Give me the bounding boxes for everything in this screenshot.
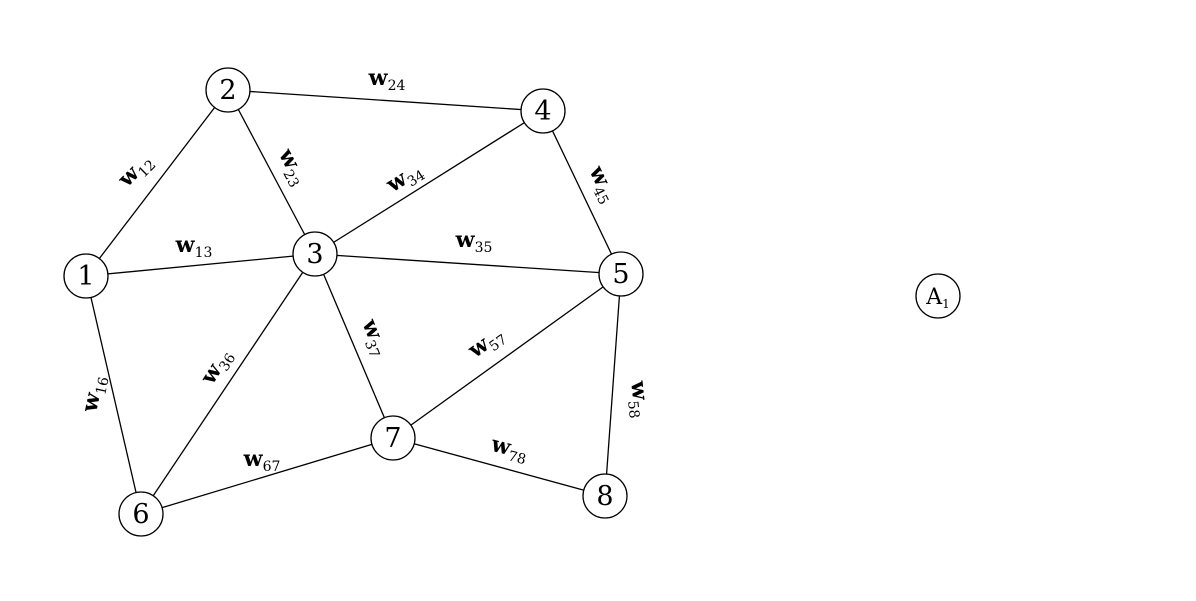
- edge-weight-subscript: 23: [279, 167, 301, 190]
- edge-weight-subscript: 78: [506, 448, 527, 468]
- node-circle: [370, 415, 416, 461]
- annotation-label: A1: [925, 285, 950, 311]
- edge-5-7: [392, 273, 622, 439]
- edge-weight-subscript: 13: [195, 245, 213, 261]
- edge-weight-subscript: 37: [361, 338, 383, 361]
- node-label: 7: [384, 423, 401, 454]
- edge-weight-symbol: w: [625, 379, 653, 403]
- annotation-a1: A1: [915, 273, 961, 319]
- edge-weight-label-34: w34: [381, 156, 428, 201]
- annotation-main: A: [925, 285, 943, 310]
- edge-weight-label-16: w16: [76, 373, 112, 416]
- node-8: 8: [582, 473, 628, 519]
- node-circle: [598, 251, 644, 297]
- edge-weight-symbol: w: [455, 227, 476, 253]
- edge-weight-subscript: 35: [475, 240, 493, 256]
- edge-6-7: [140, 437, 394, 515]
- edge-3-6: [140, 253, 316, 515]
- edge-3-5: [314, 253, 622, 275]
- node-5: 5: [598, 251, 644, 297]
- node-label: 4: [534, 96, 551, 127]
- node-label: 5: [612, 259, 629, 290]
- edge-weight-label-67: w67: [243, 446, 281, 475]
- edge-weight-label-45: w45: [580, 161, 623, 208]
- edge-7-8: [392, 437, 606, 497]
- node-circle: [63, 253, 109, 299]
- edge-weight-subscript: 45: [589, 184, 611, 207]
- edge-weight-label-24: w24: [368, 65, 406, 94]
- node-circle: [205, 67, 251, 113]
- node-circle: [118, 491, 164, 537]
- edge-weight-label-78: w78: [487, 431, 531, 468]
- edge-weight-label-12: w12: [112, 148, 159, 195]
- edge-2-3: [227, 89, 316, 255]
- edge-weight-subscript: 24: [388, 78, 406, 94]
- edge-weight-label-37: w37: [353, 315, 394, 361]
- node-3: 3: [292, 231, 338, 277]
- node-label: 3: [306, 239, 323, 270]
- edge-1-6: [85, 275, 142, 515]
- edges-layer: [85, 89, 622, 515]
- edge-weight-label-58: w58: [622, 379, 655, 420]
- node-label: 6: [132, 499, 149, 530]
- edge-4-5: [542, 110, 622, 275]
- edge-weight-symbol: w: [368, 65, 389, 91]
- edge-weight-label-57: w57: [463, 321, 511, 366]
- edge-3-7: [314, 253, 394, 439]
- edge-weight-symbol: w: [243, 446, 264, 472]
- annotation-circle: [915, 273, 961, 319]
- node-circle: [582, 473, 628, 519]
- edge-weight-label-13: w13: [175, 232, 213, 261]
- edge-2-4: [227, 89, 544, 112]
- node-label: 2: [219, 75, 236, 106]
- node-circle: [520, 88, 566, 134]
- node-7: 7: [370, 415, 416, 461]
- node-4: 4: [520, 88, 566, 134]
- edge-weight-symbol: w: [175, 232, 196, 258]
- annotation-subscript: 1: [942, 297, 950, 311]
- node-label: 1: [77, 261, 94, 292]
- edge-weight-label-36: w36: [195, 344, 240, 391]
- node-label: 8: [596, 481, 613, 512]
- edge-weight-label-23: w23: [270, 143, 313, 190]
- edge-1-2: [85, 89, 229, 277]
- node-2: 2: [205, 67, 251, 113]
- node-6: 6: [118, 491, 164, 537]
- edge-3-4: [314, 110, 544, 255]
- edge-weight-label-35: w35: [455, 227, 493, 256]
- node-1: 1: [63, 253, 109, 299]
- node-circle: [292, 231, 338, 277]
- edge-weight-subscript: 67: [263, 459, 281, 475]
- edge-5-8: [604, 273, 622, 497]
- edge-1-3: [85, 253, 316, 277]
- edge-weight-subscript: 58: [624, 400, 642, 419]
- edge-weight-subscript: 16: [93, 375, 112, 396]
